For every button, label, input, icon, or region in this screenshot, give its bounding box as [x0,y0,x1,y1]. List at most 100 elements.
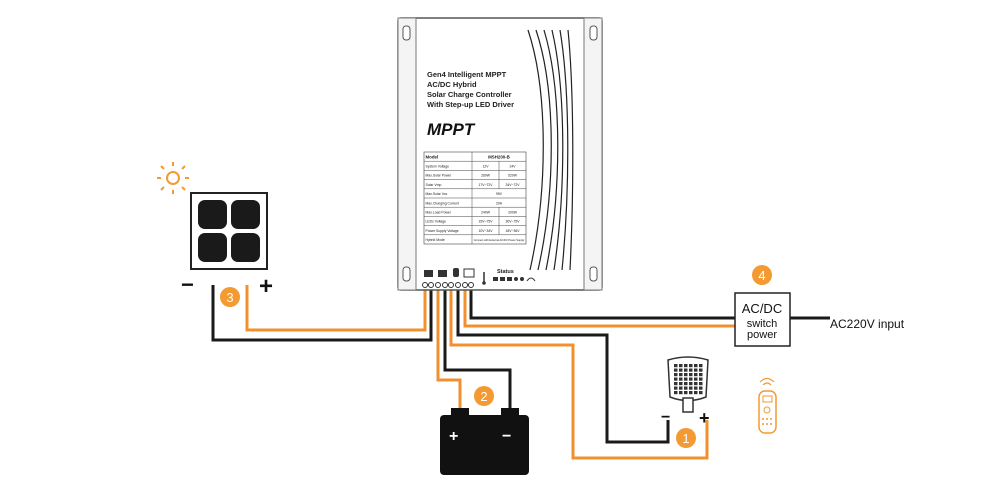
spec-table-cell: 30V~75V [505,220,520,224]
solar-positive-wire [245,285,427,332]
spec-table-cell: 240W [481,210,491,214]
spec-table-cell: Connect with External AC/DC Power Supply [474,238,525,242]
acdc-switch-power-box: AC/DC switch power [734,292,791,347]
solar-panel [190,192,268,270]
terminal-screw [428,282,434,288]
battery-plus-sign: + [449,428,458,445]
callout-number: 4 [758,268,765,283]
spec-table-cell: Max.Solar Voc [426,192,448,196]
led-plus-sign: + [699,408,710,428]
remote-control-icon [758,377,777,434]
acdc-negative-wire [469,288,735,320]
led-chip [684,377,688,381]
callout-number: 3 [226,290,233,305]
led-chip [674,382,678,386]
callout-number: 2 [480,389,487,404]
spec-table-cell: 520W [508,174,518,178]
led-terminal-icon [453,268,459,277]
battery-positive-wire [436,288,462,410]
led-chip [699,391,703,395]
solar-negative-wire [211,285,433,342]
sun-icon [157,162,189,194]
led-chip [674,364,678,368]
spec-table-cell: Power Supply Voltage [426,229,459,233]
spec-table-cell: 34V~72V [505,183,520,187]
terminal-screw [442,282,448,288]
led-chip [689,368,693,372]
led-minus-sign: − [661,409,670,426]
terminal-screw [455,282,461,288]
spec-table-cell: 260W [481,174,491,178]
led-chip [694,377,698,381]
led-chip [674,391,678,395]
led-chip [694,368,698,372]
acdc-label-line1: AC/DC [742,301,782,316]
led-chip [684,364,688,368]
terminal-screw [435,282,441,288]
spec-table-cell: 15V~75V [478,220,493,224]
led-chip [674,386,678,390]
led-chip [674,368,678,372]
led-chip [699,373,703,377]
spec-table-cell: LEDs Voltage [426,220,447,224]
battery-negative-wire [443,288,512,410]
decorative-swoosh [527,29,574,271]
acdc-label-line3: power [747,329,777,341]
led-chip [694,386,698,390]
led-chip [679,368,683,372]
status-indicator [514,277,518,281]
charge-controller: Gen4 Intelligent MPPT AC/DC Hybrid Solar… [397,17,603,291]
screw-terminals [422,282,474,288]
battery-minus-sign: − [502,428,511,445]
status-label: Status [497,269,514,275]
led-chip [674,377,678,381]
led-chip [684,391,688,395]
led-chip [689,382,693,386]
terminal-screw [462,282,468,288]
spec-table-cell: Max.Solar Power [426,174,453,178]
led-chip [689,391,693,395]
terminal-screw [422,282,428,288]
led-chip [674,373,678,377]
spec-table-cell: 24V [509,164,516,168]
led-positive-wire [449,288,709,460]
solar-plus-sign: + [259,273,273,300]
led-chip [684,368,688,372]
callout-battery: 2 [474,386,494,406]
mount-hole [402,266,411,282]
spec-table-cell: 10V~34V [478,229,493,233]
controller-title-line: Solar Charge Controller [427,90,512,99]
status-panel: Status [482,269,536,285]
terminal-screw [468,282,474,288]
controller-title-line: Gen4 Intelligent MPPT [427,70,507,79]
status-indicator [500,277,505,281]
solar-terminal-icon [424,270,433,277]
battery-terminal-icon [438,270,447,277]
callout-led: 1 [676,428,696,448]
ac-input-label: AC220V input [830,317,905,331]
spec-table-cell: Solar Vmp [426,183,442,187]
acdc-positive-wire [463,288,735,328]
led-chip [679,391,683,395]
controller-title-line: With Step-up LED Driver [427,100,514,109]
led-chip [694,373,698,377]
led-chip [684,382,688,386]
led-chip [679,382,683,386]
led-chip [699,386,703,390]
led-chip [679,377,683,381]
led-chip [694,364,698,368]
status-indicator [507,277,512,281]
status-indicator [493,277,498,281]
mount-hole [402,25,411,41]
solar-minus-sign: − [181,272,194,297]
battery [440,408,529,475]
led-negative-wire [456,288,670,444]
terminal-screw [448,282,454,288]
led-chip [679,364,683,368]
led-chip [694,382,698,386]
spec-table-cell: 20A [496,201,503,205]
spec-table-cell: Max.Load Power [426,210,452,214]
led-chip [699,382,703,386]
